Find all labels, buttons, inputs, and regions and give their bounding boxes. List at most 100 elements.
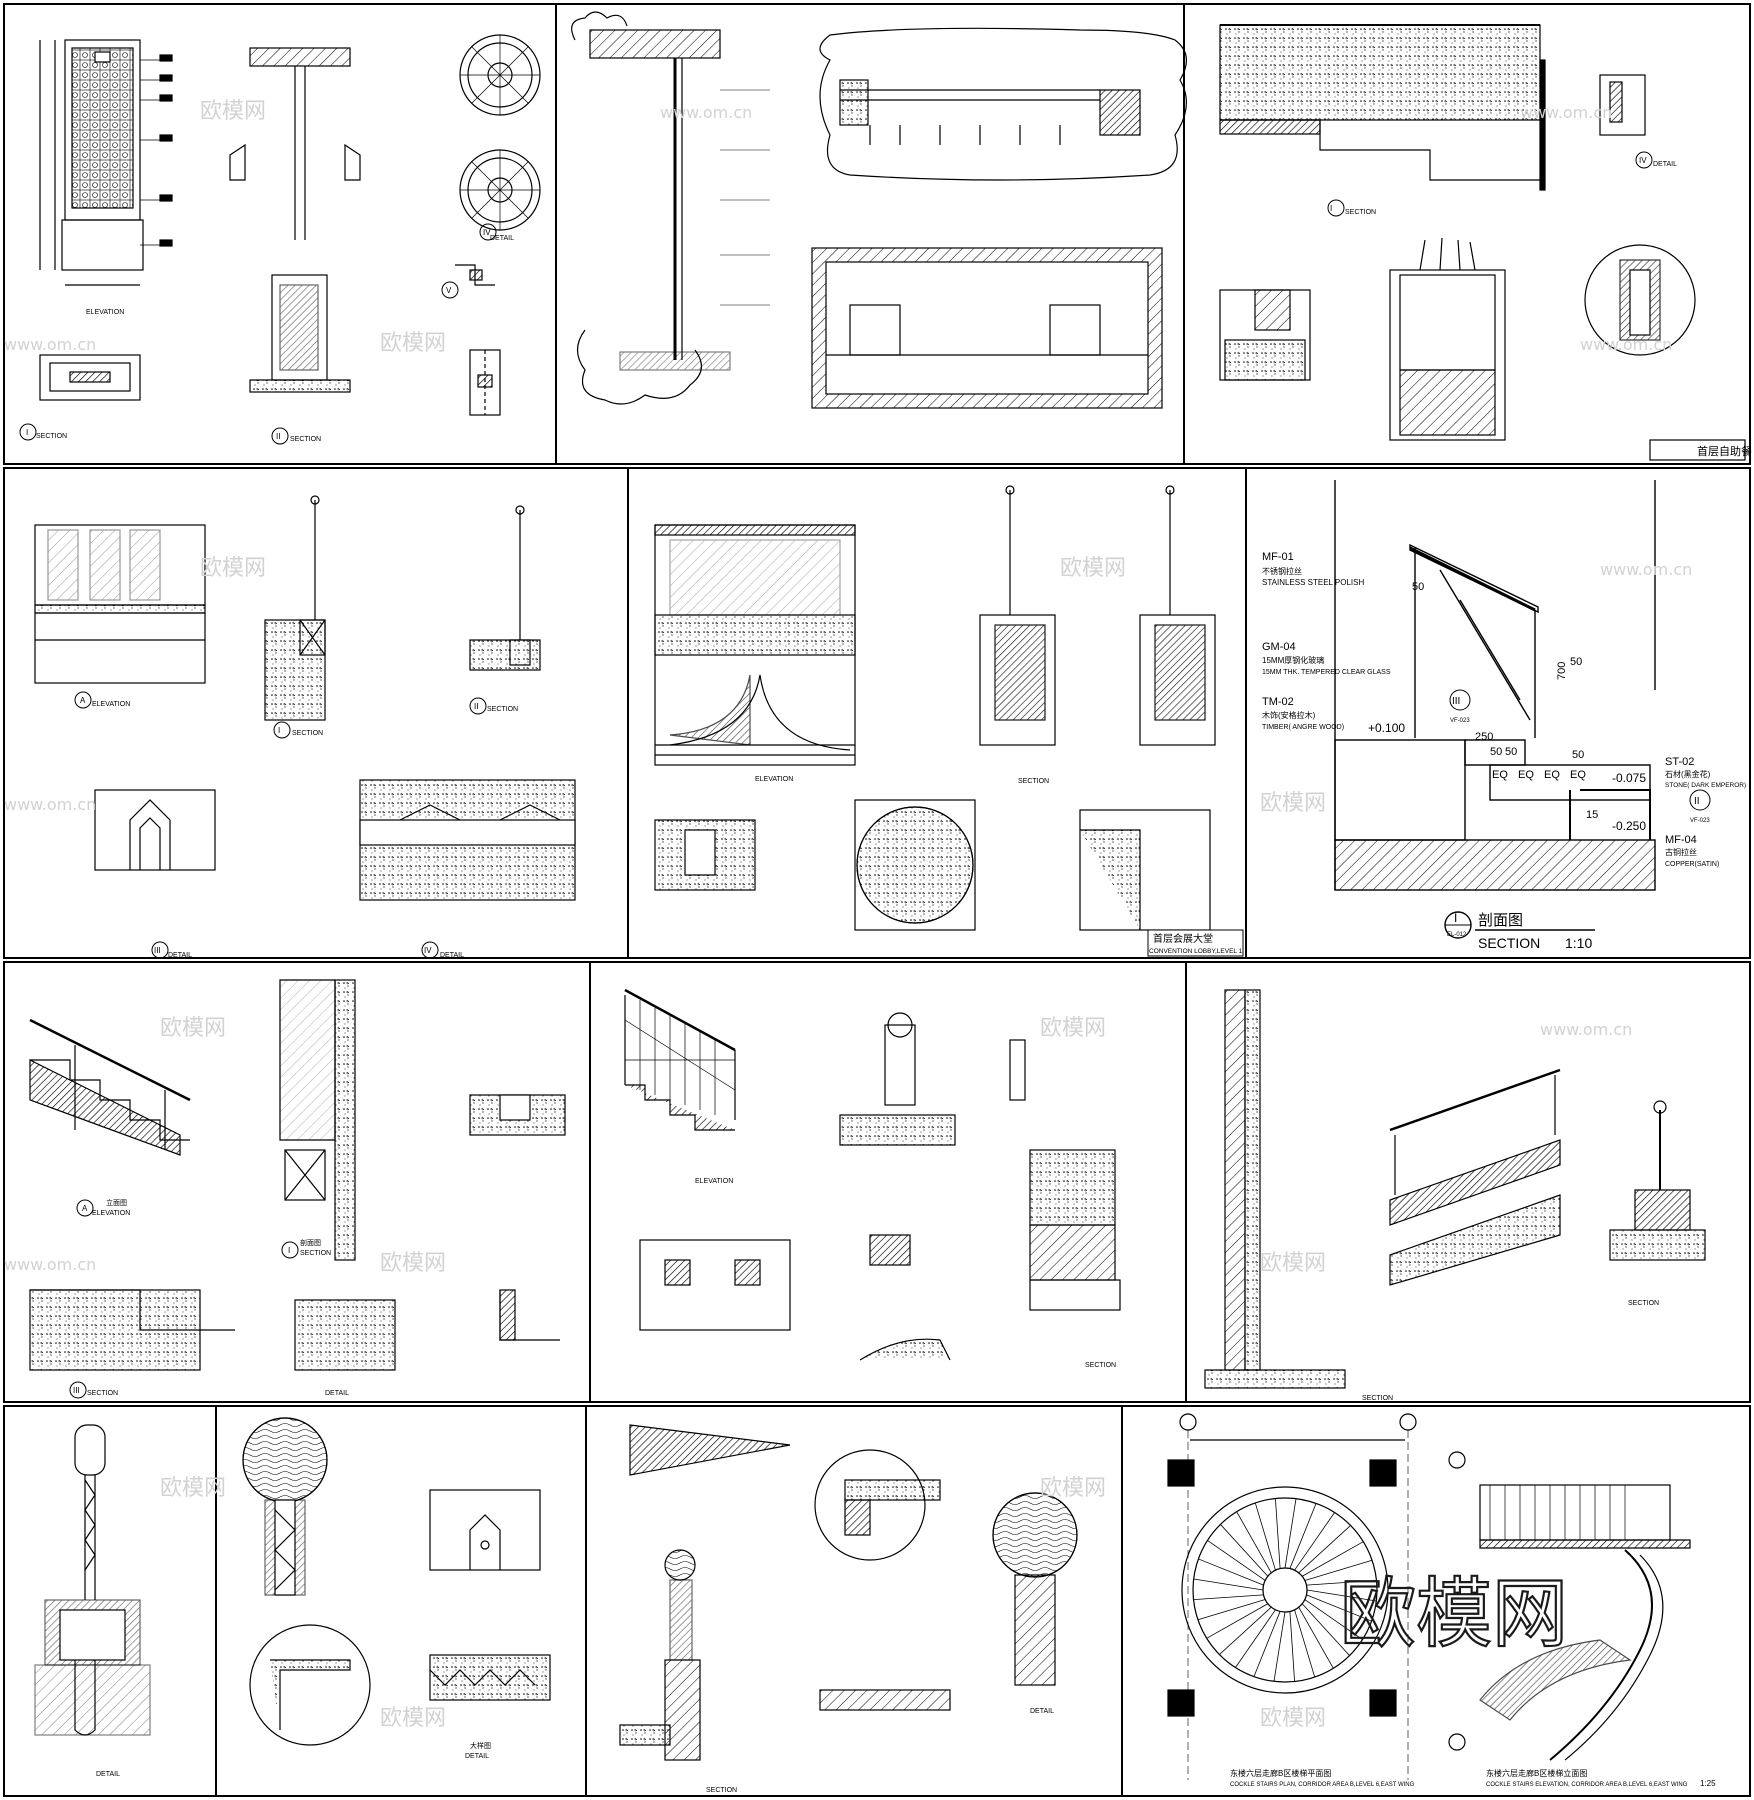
wm-3: www.om.cn	[1520, 103, 1612, 122]
stair-title-blocks: 东楼六层走廊B区楼梯平面图 COCKLE STAIRS PLAN, CORRID…	[1230, 1768, 1716, 1788]
watermarks: 欧模网 www.om.cn www.om.cn 欧模网 www.om.cn ww…	[4, 99, 1692, 1731]
cap-elev-4: ELEVATION	[92, 1210, 130, 1217]
wm-13: 欧模网	[1040, 1016, 1106, 1041]
cap-sec-1: SECTION	[36, 433, 67, 440]
dim-9: EQ	[1570, 769, 1586, 781]
mk-14: III	[73, 1386, 80, 1395]
stair-tread	[1198, 1558, 1264, 1586]
stair-tread	[1235, 1609, 1276, 1668]
label-tm02-cn: 木饰(安格拉木)	[1262, 710, 1316, 720]
panel-5-lobby-details	[654, 485, 1216, 931]
panel-12-wedge-details	[619, 1424, 1078, 1761]
label-mf04-cn: 古铜拉丝	[1665, 847, 1697, 857]
title-lobby-en: CONVENTION LOBBY,LEVEL 1	[1149, 948, 1243, 955]
marker-ii: II	[1694, 796, 1700, 807]
level-plus: +0.100	[1368, 721, 1405, 735]
mk-9: A	[80, 696, 86, 705]
cap-sec-4: SECTION	[292, 730, 323, 737]
wm-16: www.om.cn	[4, 1255, 96, 1274]
wm-4: 欧模网	[380, 331, 446, 356]
cap-sec-5: SECTION	[487, 706, 518, 713]
stair-tread	[1193, 1578, 1264, 1591]
label-mf04-en: COPPER(SATIN)	[1665, 861, 1719, 868]
stair-plan-cn: 东楼六层走廊B区楼梯平面图	[1230, 1768, 1331, 1778]
title-first-floor-buffet: 首层自助餐	[1697, 444, 1752, 458]
stair-tread	[1304, 1559, 1373, 1581]
big-section-scale: 1:10	[1565, 935, 1592, 951]
mk-7: I	[278, 726, 280, 735]
wm-1: 欧模网	[200, 99, 266, 124]
cap-sec-3: SECTION	[1345, 209, 1376, 216]
big-section-title: I EL-012 剖面图 SECTION 1:10	[1444, 911, 1595, 951]
dim-1: 700	[1556, 662, 1568, 680]
mk-4: IV	[483, 228, 491, 237]
panel-13-spiral-stair	[1167, 1413, 1691, 1780]
cap-seccn-1: 剖面图	[300, 1238, 321, 1247]
mk-5: I	[1330, 204, 1332, 213]
stair-elev-cn: 东楼六层走廊B区楼梯立面图	[1486, 1768, 1587, 1778]
stair-tread	[1253, 1611, 1281, 1677]
stair-tread	[1306, 1580, 1377, 1586]
wm-11: www.om.cn	[4, 795, 96, 814]
cap-det-2: DETAIL	[1653, 161, 1677, 168]
stair-tread	[1236, 1511, 1272, 1573]
dim-4: 50	[1490, 746, 1502, 758]
stair-tread	[1273, 1611, 1286, 1682]
marker-ii-ref: VF-023	[1690, 818, 1710, 824]
panel-1-screen-elevation	[39, 34, 541, 416]
mk-6: IV	[1639, 156, 1647, 165]
label-mf01-code: MF-01	[1262, 551, 1294, 563]
label-st02-en: STONE( DARK EMPEROR)	[1665, 782, 1746, 789]
stair-tread	[1284, 1498, 1297, 1569]
label-st02-cn: 石材(黑金花)	[1665, 769, 1711, 779]
stair-tread	[1306, 1589, 1377, 1602]
label-tm02-code: TM-02	[1262, 696, 1294, 708]
big-section-labels: MF-01 不锈钢拉丝 STAINLESS STEEL POLISH GM-04…	[1262, 551, 1746, 868]
mk-10: III	[154, 946, 161, 955]
title-lobby-cn: 首层会展大堂	[1153, 932, 1213, 945]
wm-10: 欧模网	[1260, 791, 1326, 816]
cap-det-6: DETAIL	[96, 1771, 120, 1778]
wm-14: www.om.cn	[1540, 1020, 1632, 1039]
mk-3: V	[446, 286, 452, 295]
wm-19: 欧模网	[1040, 1476, 1106, 1501]
cap-det-5: DETAIL	[325, 1390, 349, 1397]
panel-2-wall-sections	[571, 11, 1187, 409]
stair-tread	[1289, 1611, 1295, 1682]
dim-5: 50	[1505, 746, 1517, 758]
cap-sec-2: SECTION	[290, 436, 321, 443]
stair-tread	[1294, 1609, 1316, 1678]
stair-scale: 1:25	[1700, 1779, 1716, 1788]
cap-det-3: DETAIL	[168, 952, 192, 959]
title-convention-lobby: 首层会展大堂 CONVENTION LOBBY,LEVEL 1	[1147, 929, 1244, 957]
wm-2: www.om.cn	[660, 103, 752, 122]
wm-6: www.om.cn	[1580, 335, 1672, 354]
dim-7: EQ	[1518, 769, 1534, 781]
dim-10: 50	[1572, 749, 1584, 761]
dim-0: 50	[1412, 581, 1424, 593]
panel-7-stair-rail	[29, 979, 566, 1371]
wm-12: 欧模网	[160, 1016, 226, 1041]
drawing-markers	[19, 151, 1653, 1399]
cap-det-8: DETAIL	[1030, 1708, 1054, 1715]
panel-8-stair-details	[624, 988, 1121, 1361]
cap-sec-10: SECTION	[1362, 1395, 1393, 1402]
level-minus-1: -0.075	[1612, 771, 1646, 785]
wm-21: 欧模网	[1260, 1706, 1326, 1731]
stair-tread	[1197, 1599, 1266, 1621]
cap-det-7: DETAIL	[465, 1753, 489, 1760]
marker-iii: III	[1452, 696, 1460, 707]
big-section-title-en: SECTION	[1478, 935, 1540, 951]
cap-det-4: DETAIL	[440, 952, 464, 959]
cap-elev-2: ELEVATION	[92, 701, 130, 708]
cap-elev-3: ELEVATION	[755, 776, 793, 783]
stair-tread	[1298, 1607, 1334, 1669]
stair-tread	[1193, 1594, 1264, 1600]
stair-plan-en: COCKLE STAIRS PLAN, CORRIDOR AREA B,LEVE…	[1230, 1782, 1415, 1788]
stair-tread	[1220, 1524, 1269, 1577]
wm-20: 欧模网	[380, 1706, 446, 1731]
dim-8: EQ	[1544, 769, 1560, 781]
wm-18: 欧模网	[160, 1476, 226, 1501]
level-minus-2: -0.250	[1612, 819, 1646, 833]
label-gm04-code: GM-04	[1262, 641, 1296, 653]
